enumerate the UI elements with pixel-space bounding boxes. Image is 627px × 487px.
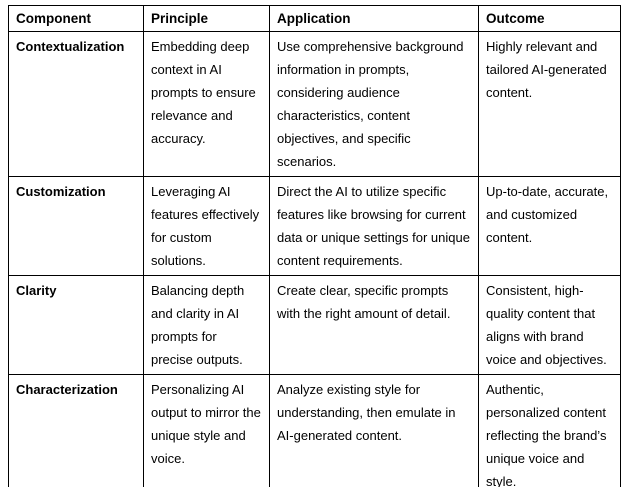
table-row-characterization: Characterization Personalizing AI output… — [8, 374, 621, 487]
cell-component: Characterization — [8, 374, 144, 487]
cell-outcome: Consistent, high-quality content that al… — [478, 275, 621, 375]
cell-principle: Embedding deep context in AI prompts to … — [143, 31, 270, 177]
cell-component: Clarity — [8, 275, 144, 375]
column-header-component: Component — [8, 5, 144, 32]
column-header-outcome: Outcome — [478, 5, 621, 32]
table-header-row: Component Principle Application Outcome — [8, 5, 621, 32]
table-row-contextualization: Contextualization Embedding deep context… — [8, 31, 621, 177]
cell-application: Create clear, specific prompts with the … — [269, 275, 479, 375]
cell-outcome: Up-to-date, accurate, and customized con… — [478, 176, 621, 276]
cell-outcome: Highly relevant and tailored AI-generate… — [478, 31, 621, 177]
cell-component: Customization — [8, 176, 144, 276]
cell-component: Contextualization — [8, 31, 144, 177]
cell-application: Direct the AI to utilize specific featur… — [269, 176, 479, 276]
cell-application: Analyze existing style for understanding… — [269, 374, 479, 487]
cell-outcome: Authentic, personalized content reflecti… — [478, 374, 621, 487]
table-row-clarity: Clarity Balancing depth and clarity in A… — [8, 275, 621, 375]
column-header-application: Application — [269, 5, 479, 32]
table-row-customization: Customization Leveraging AI features eff… — [8, 176, 621, 276]
cell-application: Use comprehensive background information… — [269, 31, 479, 177]
cell-principle: Balancing depth and clarity in AI prompt… — [143, 275, 270, 375]
cell-principle: Leveraging AI features effectively for c… — [143, 176, 270, 276]
cell-principle: Personalizing AI output to mirror the un… — [143, 374, 270, 487]
column-header-principle: Principle — [143, 5, 270, 32]
comparison-table: Component Principle Application Outcome … — [8, 5, 621, 487]
